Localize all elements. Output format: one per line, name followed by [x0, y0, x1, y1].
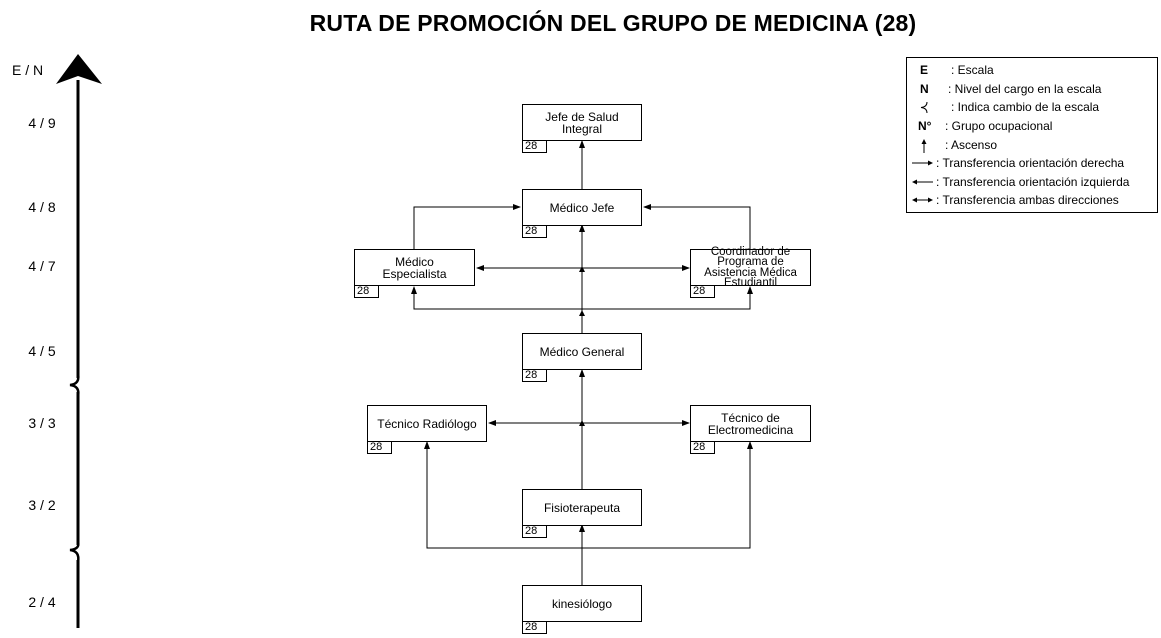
node-medico-especialista: Médico Especialista [354, 249, 475, 286]
legend-item: : Ascenso [907, 138, 1157, 154]
node-tecnico-electromedicina: Técnico de Electromedicina [690, 405, 811, 442]
legend-item: E : Escala [907, 63, 1157, 79]
legend-symbol: N° [918, 119, 932, 133]
legend: E : Escala N : Nivel del cargo en la esc… [906, 57, 1158, 213]
level-label: 4 / 9 [28, 115, 56, 131]
diagram-title: RUTA DE PROMOCIÓN DEL GRUPO DE MEDICINA … [309, 10, 917, 36]
legend-text: : Ascenso [945, 138, 998, 152]
level-label: 2 / 4 [28, 594, 56, 610]
brace-icon [69, 373, 80, 397]
group-badge: 28 [690, 285, 715, 298]
level-label: 4 / 8 [28, 199, 56, 215]
node-coordinador-programa: Coordinador de Programa de Asistencia Mé… [690, 246, 811, 289]
group-badge: 28 [522, 525, 547, 538]
level-label: 3 / 3 [28, 415, 56, 431]
legend-symbol: N [920, 82, 929, 96]
scale-axis [56, 54, 102, 628]
legend-item: N : Nivel del cargo en la escala [907, 82, 1157, 98]
up-arrow-icon [921, 139, 927, 153]
legend-text: : Grupo ocupacional [945, 119, 1053, 133]
axis-arrow-icon [56, 54, 102, 84]
brace-icon [69, 541, 80, 563]
node-medico-general: Médico General [522, 333, 642, 370]
group-badge: 28 [522, 369, 547, 382]
legend-text: : Transferencia orientación izquierda [936, 175, 1130, 189]
level-label: 3 / 2 [28, 497, 56, 513]
legend-item: : Transferencia orientación derecha [907, 156, 1157, 172]
node-fisioterapeuta: Fisioterapeuta [522, 489, 642, 526]
group-badge: 28 [354, 285, 379, 298]
brace-icon [920, 101, 928, 114]
right-arrow-icon [912, 160, 933, 166]
legend-item: : Indica cambio de la escala [907, 100, 1157, 116]
group-badge: 28 [522, 140, 547, 153]
group-badge: 28 [522, 225, 547, 238]
group-badge: 28 [522, 621, 547, 634]
group-badge: 28 [367, 441, 392, 454]
legend-text: : Nivel del cargo en la escala [948, 82, 1102, 96]
legend-text: : Transferencia orientación derecha [936, 156, 1125, 170]
legend-item: N° : Grupo ocupacional [907, 119, 1157, 135]
node-tecnico-radiologo: Técnico Radiólogo [367, 405, 487, 442]
node-kinesiologo: kinesiólogo [522, 585, 642, 622]
group-badge: 28 [690, 441, 715, 454]
legend-item: : Transferencia orientación izquierda [907, 175, 1157, 191]
node-jefe-salud-integral: Jefe de Salud Integral [522, 104, 642, 141]
legend-symbol: E [920, 63, 929, 77]
legend-text: : Indica cambio de la escala [951, 100, 1100, 114]
legend-text: : Escala [951, 63, 994, 77]
legend-item: : Transferencia ambas direcciones [907, 193, 1157, 209]
left-arrow-icon [912, 179, 933, 185]
both-arrow-icon [912, 197, 933, 203]
axis-label: E / N [12, 62, 44, 78]
level-label: 4 / 5 [28, 343, 56, 359]
node-medico-jefe: Médico Jefe [522, 189, 642, 226]
legend-text: : Transferencia ambas direcciones [936, 193, 1119, 207]
level-label: 4 / 7 [28, 258, 56, 274]
